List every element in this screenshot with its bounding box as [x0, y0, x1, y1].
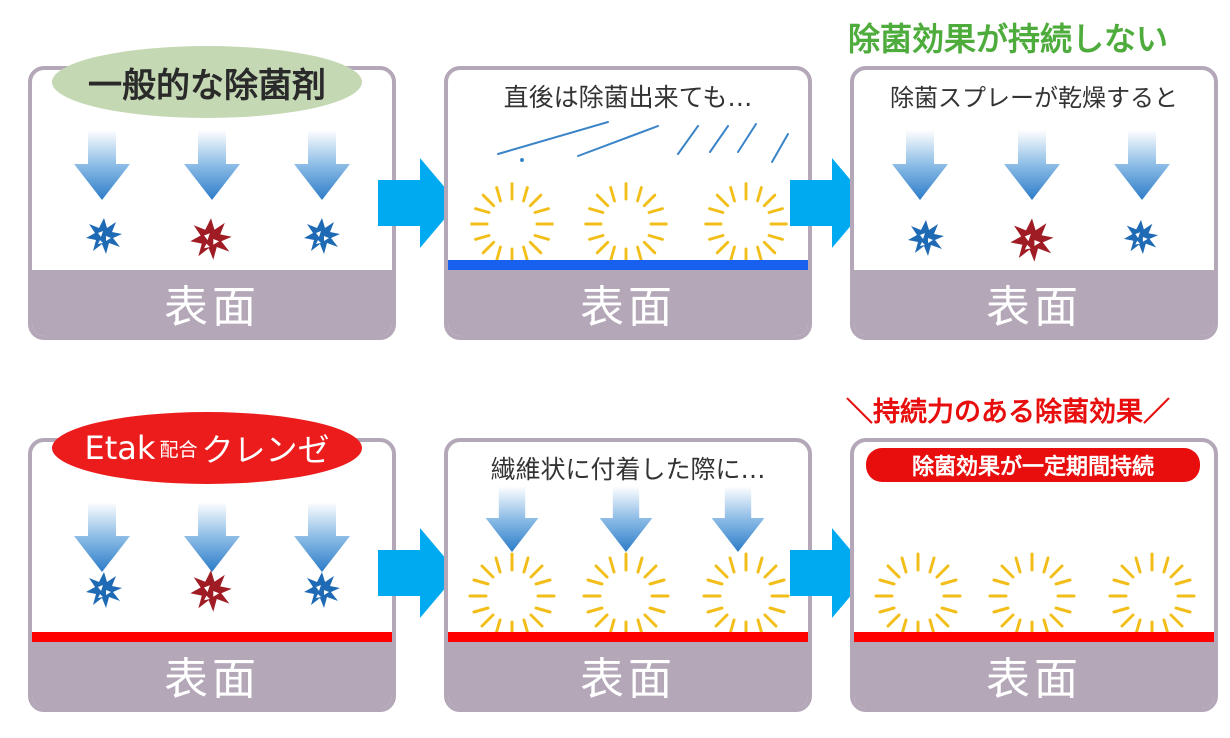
germ-icon: [302, 570, 342, 610]
surface-label: 表面: [854, 270, 1214, 336]
germ-icon: [188, 216, 234, 262]
coating-line: [32, 632, 392, 642]
burst-icon: [464, 176, 560, 272]
down-arrow-icon: [598, 486, 654, 552]
general-agent-label: 一般的な除菌剤: [52, 46, 362, 118]
coating-line: [448, 632, 808, 642]
down-arrow-icon: [892, 130, 948, 200]
caption-fiber: 繊維状に付着した際に…: [490, 455, 766, 484]
burst-icon: [696, 546, 796, 646]
etak-prefix: Etak: [84, 429, 156, 467]
down-arrow-icon: [710, 486, 766, 552]
burst-icon: [1102, 546, 1202, 646]
burst-icon: [868, 546, 968, 646]
down-arrow-icon: [294, 130, 350, 200]
etak-small: 配合: [159, 438, 198, 461]
down-arrow-icon: [74, 130, 130, 200]
etak-cleanse-label: Etak 配合 クレンゼ: [52, 412, 362, 484]
down-arrow-icon: [484, 486, 540, 552]
down-arrow-icon: [74, 502, 130, 572]
caption-spray-dry: 除菌スプレーが乾燥すると: [890, 84, 1178, 112]
coating-line: [854, 632, 1214, 642]
badge-persist: 除菌効果が一定期間持続: [866, 448, 1200, 482]
panel-etak-persist: 表面: [850, 438, 1218, 712]
burst-icon: [462, 546, 562, 646]
germ-icon: [906, 218, 946, 258]
spray-line-icon: [497, 121, 789, 163]
down-arrow-icon: [184, 130, 240, 200]
surface-label: 表面: [32, 642, 392, 708]
down-arrow-icon: [184, 502, 240, 572]
germ-icon: [84, 570, 124, 610]
germ-icon: [84, 216, 124, 256]
panel-general-dried: 除菌スプレーが乾燥すると 表面: [850, 66, 1218, 340]
down-arrow-icon: [1114, 130, 1170, 200]
germ-icon: [1122, 218, 1160, 256]
coating-line: [448, 260, 808, 270]
down-arrow-icon: [1004, 130, 1060, 200]
burst-icon: [982, 546, 1082, 646]
down-arrow-icon: [294, 502, 350, 572]
germ-icon: [188, 568, 234, 614]
surface-label: 表面: [448, 270, 808, 336]
germ-icon: [1008, 216, 1056, 264]
panel-etak-fiber: 繊維状に付着した際に… 表面: [444, 438, 812, 712]
burst-icon: [578, 176, 674, 272]
caption-right-after: 直後は除菌出来ても…: [503, 83, 753, 112]
burst-icon: [698, 176, 794, 272]
surface-label: 表面: [32, 270, 392, 336]
surface-label: 表面: [448, 642, 808, 708]
headline-no-persist: 除菌効果が持続しない: [848, 20, 1169, 58]
surface-label: 表面: [854, 642, 1214, 708]
headline-persist: ＼持続力のある除菌効果／: [846, 397, 1170, 428]
germ-icon: [302, 216, 342, 256]
panel-general-after: 直後は除菌出来ても… 表面: [444, 66, 812, 340]
etak-suffix: クレンゼ: [201, 431, 330, 469]
burst-icon: [576, 546, 676, 646]
